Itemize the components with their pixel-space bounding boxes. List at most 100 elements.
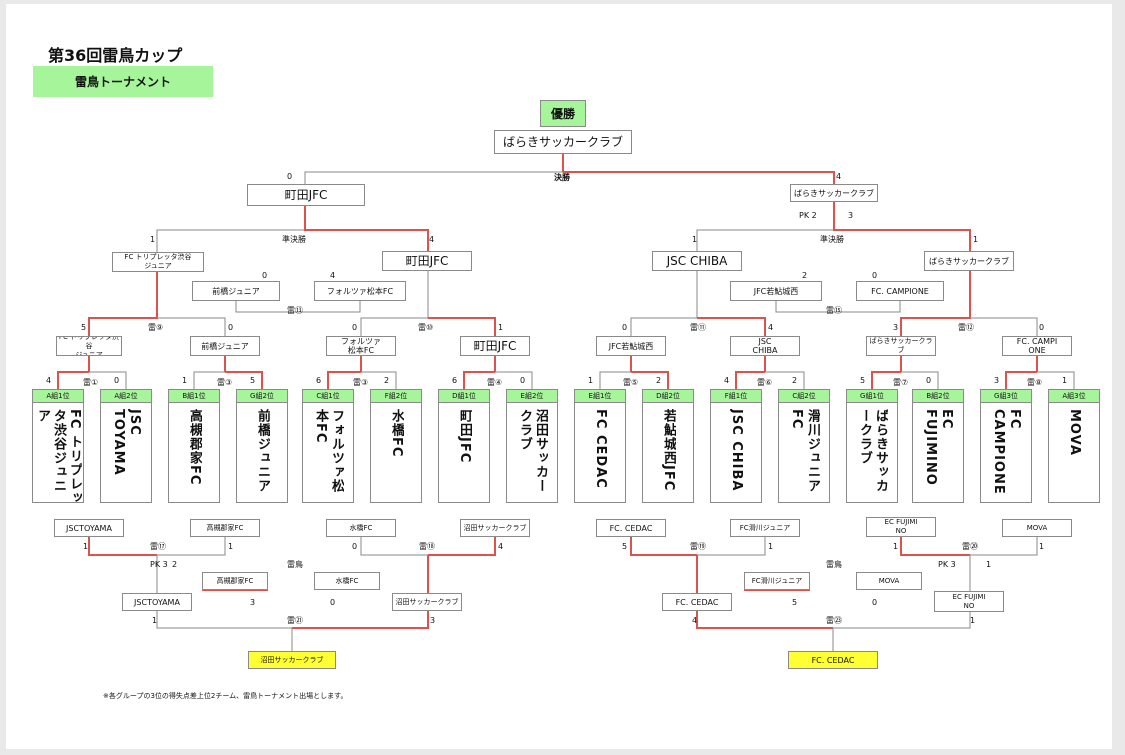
team-group-header: G組1位 bbox=[847, 390, 897, 403]
team-column: C組2位滑川ジュニアFC bbox=[778, 389, 830, 503]
bracket-line bbox=[193, 371, 225, 389]
game-label: 雷⑤ bbox=[623, 378, 639, 387]
score: 1 bbox=[973, 235, 979, 244]
bracket-line bbox=[901, 371, 939, 389]
bracket-line bbox=[327, 371, 361, 389]
team-group-header: D組1位 bbox=[439, 390, 489, 403]
bracket-line bbox=[428, 317, 496, 336]
r1-box: 前橋ジュニア bbox=[190, 336, 260, 356]
team-column: B組1位高槻郡家FC bbox=[168, 389, 220, 503]
r2-loser-box: フォルツァ松本FC bbox=[314, 281, 406, 301]
score: 0 bbox=[352, 323, 358, 332]
r2-loser-box: 前橋ジュニア bbox=[192, 281, 280, 301]
team-column: D組1位町田JFC bbox=[438, 389, 490, 503]
score: 0 bbox=[114, 376, 120, 385]
score: 4 bbox=[724, 376, 730, 385]
bracket-line bbox=[775, 301, 901, 313]
footnote: ※各グループの3位の得失点差上位2チーム、雷鳥トーナメント出場とします。 bbox=[103, 692, 348, 700]
lower-r2-box: JSCTOYAMA bbox=[122, 593, 192, 611]
team-name: EC FUJIMINO bbox=[923, 409, 954, 486]
team-name: FC トリプレッタ渋谷ジュニア bbox=[35, 409, 82, 503]
lower-r1-box: MOVA bbox=[1002, 519, 1072, 537]
lower-r1-box: 高槻郡家FC bbox=[190, 519, 260, 537]
r2-box: FC トリプレッタ渋谷 ジュニア bbox=[112, 252, 204, 272]
score: 0 bbox=[330, 598, 336, 607]
bracket-line bbox=[463, 371, 495, 389]
bracket-line bbox=[360, 271, 429, 336]
team-group-header: B組2位 bbox=[913, 390, 963, 403]
team-group-header: C組1位 bbox=[303, 390, 353, 403]
champion-box: ばらきサッカークラブ bbox=[494, 130, 632, 154]
r1-box: フォルツァ 松本FC bbox=[326, 336, 396, 356]
game-label: 雷鳥 bbox=[287, 560, 303, 569]
game-label: 雷⑨ bbox=[148, 323, 164, 332]
score: 3 bbox=[430, 616, 436, 625]
lower-r2-box: 沼田サッカークラブ bbox=[392, 593, 462, 611]
semifinal-winner-left: 町田JFC bbox=[247, 184, 365, 206]
r2-loser-box: FC. CAMPIONE bbox=[856, 281, 944, 301]
page-title: 第36回雷鳥カップ bbox=[48, 46, 183, 65]
game-label: 雷⑩ bbox=[418, 323, 434, 332]
final-label: 決勝 bbox=[554, 173, 570, 182]
bracket-line bbox=[428, 537, 496, 556]
score: 1 bbox=[986, 560, 992, 569]
team-column: G組2位前橋ジュニア bbox=[236, 389, 288, 503]
score: 5 bbox=[622, 542, 628, 551]
team-column: D組2位若鮎城西JFC bbox=[642, 389, 694, 503]
game-label: 雷⑰ bbox=[150, 542, 166, 551]
score: 5 bbox=[250, 376, 256, 385]
score: 1 bbox=[970, 616, 976, 625]
score: 4 bbox=[429, 235, 435, 244]
score: 2 bbox=[792, 376, 798, 385]
r2-box: JSC CHIBA bbox=[652, 251, 742, 271]
pk-label: PK 3 bbox=[938, 560, 956, 569]
score: 0 bbox=[287, 172, 293, 181]
score: 0 bbox=[622, 323, 628, 332]
game-label: 雷㉓ bbox=[826, 616, 842, 625]
score: 3 bbox=[848, 211, 854, 220]
team-name: 水橋FC bbox=[389, 409, 404, 458]
team-name: フォルツァ松本FC bbox=[313, 409, 344, 493]
score: 6 bbox=[316, 376, 322, 385]
team-name: ばらきサッカークラブ bbox=[857, 409, 888, 493]
score: 1 bbox=[768, 542, 774, 551]
bracket-line bbox=[970, 317, 1038, 336]
bracket-line bbox=[360, 537, 428, 556]
lower-r1-box: 水橋FC bbox=[326, 519, 396, 537]
sheet bbox=[6, 4, 1112, 749]
bracket-line bbox=[89, 371, 127, 389]
semifinal-label: 準決勝 bbox=[282, 235, 306, 244]
bracket-line bbox=[970, 537, 1038, 556]
team-group-header: D組2位 bbox=[643, 390, 693, 403]
bracket-line bbox=[156, 206, 306, 252]
team-group-header: G組2位 bbox=[237, 390, 287, 403]
game-label: 雷⑳ bbox=[962, 542, 978, 551]
score: 0 bbox=[228, 323, 234, 332]
bracket-line bbox=[563, 171, 835, 184]
bracket-line bbox=[630, 271, 698, 336]
score: 1 bbox=[893, 542, 899, 551]
score: 5 bbox=[792, 598, 798, 607]
score: 1 bbox=[83, 542, 89, 551]
team-name: 滑川ジュニアFC bbox=[789, 409, 820, 493]
game-label: 雷㉑ bbox=[287, 616, 303, 625]
score: 5 bbox=[81, 323, 87, 332]
lower-loser-box: MOVA bbox=[856, 572, 922, 590]
score: 1 bbox=[152, 616, 158, 625]
game-label: 雷⑥ bbox=[757, 378, 773, 387]
bracket-line bbox=[871, 371, 901, 389]
team-column: B組2位 EC FUJIMINO bbox=[912, 389, 964, 503]
score: 0 bbox=[872, 598, 878, 607]
team-group-header: E組1位 bbox=[575, 390, 625, 403]
score: 1 bbox=[588, 376, 594, 385]
r2-loser-box: JFC若鮎城西 bbox=[730, 281, 822, 301]
game-label: 雷⑫ bbox=[958, 323, 974, 332]
score: 2 bbox=[656, 376, 662, 385]
score: 4 bbox=[330, 271, 336, 280]
game-label: 雷① bbox=[83, 378, 99, 387]
score: 1 bbox=[1039, 542, 1045, 551]
score: 3 bbox=[893, 323, 899, 332]
bracket-line bbox=[235, 301, 361, 313]
